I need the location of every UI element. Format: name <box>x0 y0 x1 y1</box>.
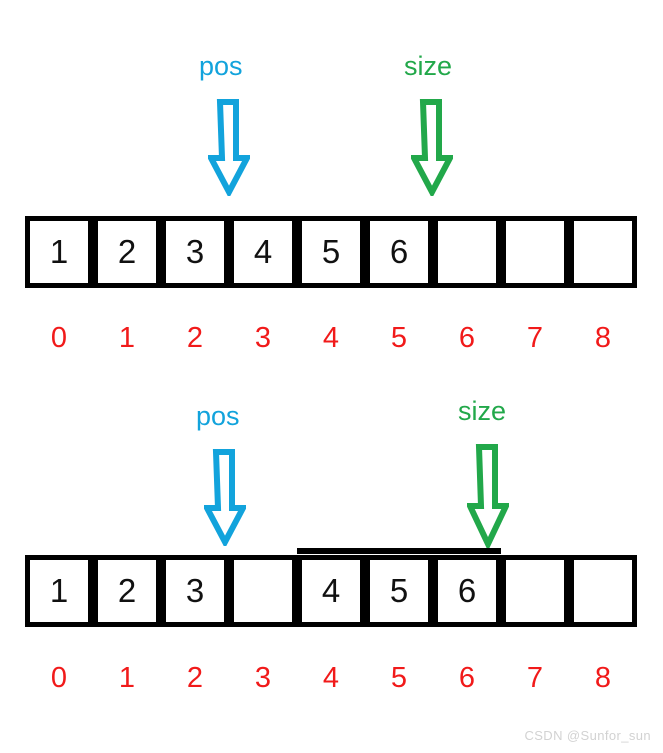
bottom-array-index-5: 5 <box>390 662 408 694</box>
top-pos-arrow-icon <box>208 98 250 196</box>
bottom-pos-label: pos <box>196 401 240 431</box>
top-array-cell-3: 4 <box>229 216 297 288</box>
watermark: CSDN @Sunfor_sun <box>524 728 651 743</box>
top-array-cell-6 <box>433 216 501 288</box>
bottom-array-cell-value: 5 <box>389 572 409 609</box>
bottom-array-index-6: 6 <box>458 662 476 694</box>
bottom-index-row: 0 1 2 3 4 5 6 7 8 <box>25 658 636 698</box>
bottom-array-cell-4: 4 <box>297 555 365 627</box>
bottom-array-cell-5: 5 <box>365 555 433 627</box>
top-array-cell-value: 4 <box>253 233 273 270</box>
top-array-cell-0: 1 <box>25 216 93 288</box>
bottom-array-index-8: 8 <box>594 662 612 694</box>
bottom-size-arrow-icon <box>467 443 509 548</box>
top-array-cell-value: 3 <box>185 233 205 270</box>
top-array-cell-5: 6 <box>365 216 433 288</box>
bottom-array-index-3: 3 <box>254 662 272 694</box>
top-array-index-5: 5 <box>390 322 408 354</box>
bottom-array-cell-value: 1 <box>49 572 69 609</box>
top-array-cell-value: 5 <box>321 233 341 270</box>
top-array-cell-1: 2 <box>93 216 161 288</box>
top-array-index-1: 1 <box>118 322 136 354</box>
bottom-array-index-7: 7 <box>526 662 544 694</box>
bottom-array-index-4: 4 <box>322 662 340 694</box>
top-array-index-3: 3 <box>254 322 272 354</box>
top-array-index-6: 6 <box>458 322 476 354</box>
top-array-cell-value: 1 <box>49 233 69 270</box>
bottom-array-cell-8 <box>569 555 637 627</box>
bottom-array-cell-value: 6 <box>457 572 477 609</box>
bottom-array: 1 2 3 4 5 6 <box>25 548 637 627</box>
bottom-array-index-0: 0 <box>50 662 68 694</box>
top-size-arrow-icon <box>411 98 453 196</box>
bottom-array-cell-value: 3 <box>185 572 205 609</box>
top-array-cell-value: 2 <box>117 233 137 270</box>
top-array-cell-4: 5 <box>297 216 365 288</box>
bottom-array-index-2: 2 <box>186 662 204 694</box>
bottom-array-cell-2: 3 <box>161 555 229 627</box>
bottom-pos-arrow-icon <box>204 448 246 546</box>
top-index-row: 0 1 2 3 4 5 6 7 8 <box>25 318 636 358</box>
top-array: 1 2 3 4 5 6 <box>25 216 637 288</box>
bottom-array-shifted-block-marker <box>297 548 501 554</box>
top-array-index-0: 0 <box>50 322 68 354</box>
bottom-array-cell-3 <box>229 555 297 627</box>
top-array-cell-8 <box>569 216 637 288</box>
top-array-index-4: 4 <box>322 322 340 354</box>
bottom-array-cell-7 <box>501 555 569 627</box>
bottom-array-cell-6: 6 <box>433 555 501 627</box>
top-array-index-8: 8 <box>594 322 612 354</box>
bottom-array-cell-1: 2 <box>93 555 161 627</box>
top-pos-label: pos <box>199 51 243 81</box>
top-array-cell-7 <box>501 216 569 288</box>
bottom-array-cell-value: 2 <box>117 572 137 609</box>
bottom-array-cell-value: 4 <box>321 572 341 609</box>
top-array-cell-value: 6 <box>389 233 409 270</box>
top-array-index-2: 2 <box>186 322 204 354</box>
bottom-size-label: size <box>458 396 507 426</box>
top-array-index-7: 7 <box>526 322 544 354</box>
top-size-label: size <box>404 51 453 81</box>
bottom-array-index-1: 1 <box>118 662 136 694</box>
top-array-cell-2: 3 <box>161 216 229 288</box>
bottom-array-cell-0: 1 <box>25 555 93 627</box>
